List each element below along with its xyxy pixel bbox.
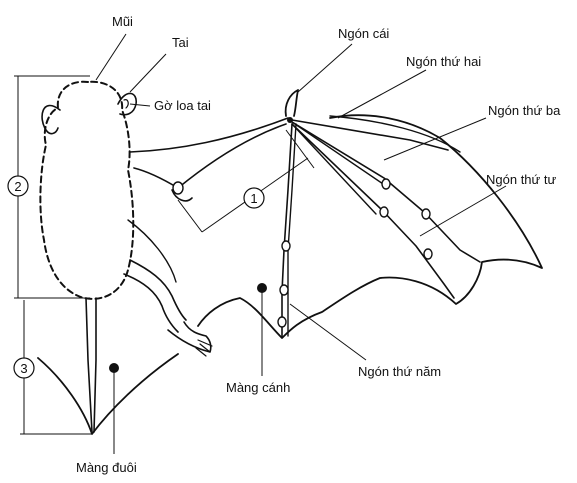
leader-thumb [298,44,352,92]
wing-membrane-edge [198,115,542,338]
label-tail-membrane: Màng đuôi [76,460,137,475]
label-nose: Mũi [112,14,133,29]
leader-lines [96,34,506,454]
third-finger-bone-2 [292,122,386,186]
tail-membrane-dot [109,363,119,373]
marker-3-label: 3 [20,361,27,376]
label-fourth-finger: Ngón thứ tư [486,172,556,187]
leader-tragus [130,104,150,106]
fourth-finger-bone-2 [292,124,376,214]
left-ear-shape [42,105,60,133]
finger-joints [173,179,432,327]
labels: Mũi Tai Gờ loa tai Ngón cái Ngón thứ hai… [76,14,561,475]
label-thumb: Ngón cái [338,26,389,41]
label-second-finger: Ngón thứ hai [406,54,481,69]
fifth-finger-bone-2 [288,124,296,336]
forearm-upper [130,118,288,152]
leader-fourth-finger [420,186,506,236]
third-finger-bone [292,122,480,262]
leader-second-finger [338,70,426,118]
tail-bone [86,298,92,432]
thumb-shape [286,90,298,116]
leader-ear [130,54,166,92]
marker-2: 2 [8,176,28,196]
tail-membrane-edge [38,354,178,434]
label-tragus: Gờ loa tai [154,98,211,113]
leader-fifth-finger [290,304,366,360]
label-third-finger: Ngón thứ ba [488,103,561,118]
leg-shape-2 [124,274,178,332]
leader-third-finger [384,118,486,160]
label-fifth-finger: Ngón thứ năm [358,364,441,379]
marker-1-label: 1 [250,191,257,206]
leader-nose [96,34,126,80]
label-wing-membrane: Màng cánh [226,380,290,395]
tragus-shape [124,100,128,108]
leg-shape [130,260,186,320]
label-ear: Tai [172,35,189,50]
wing-membrane-dot [257,283,267,293]
tail-bone-2 [94,298,96,432]
marker-2-label: 2 [14,179,21,194]
marker-1: 1 [244,188,264,208]
forearm-lower [134,124,286,188]
leading-edge [330,116,460,152]
marker-3: 3 [14,358,34,378]
